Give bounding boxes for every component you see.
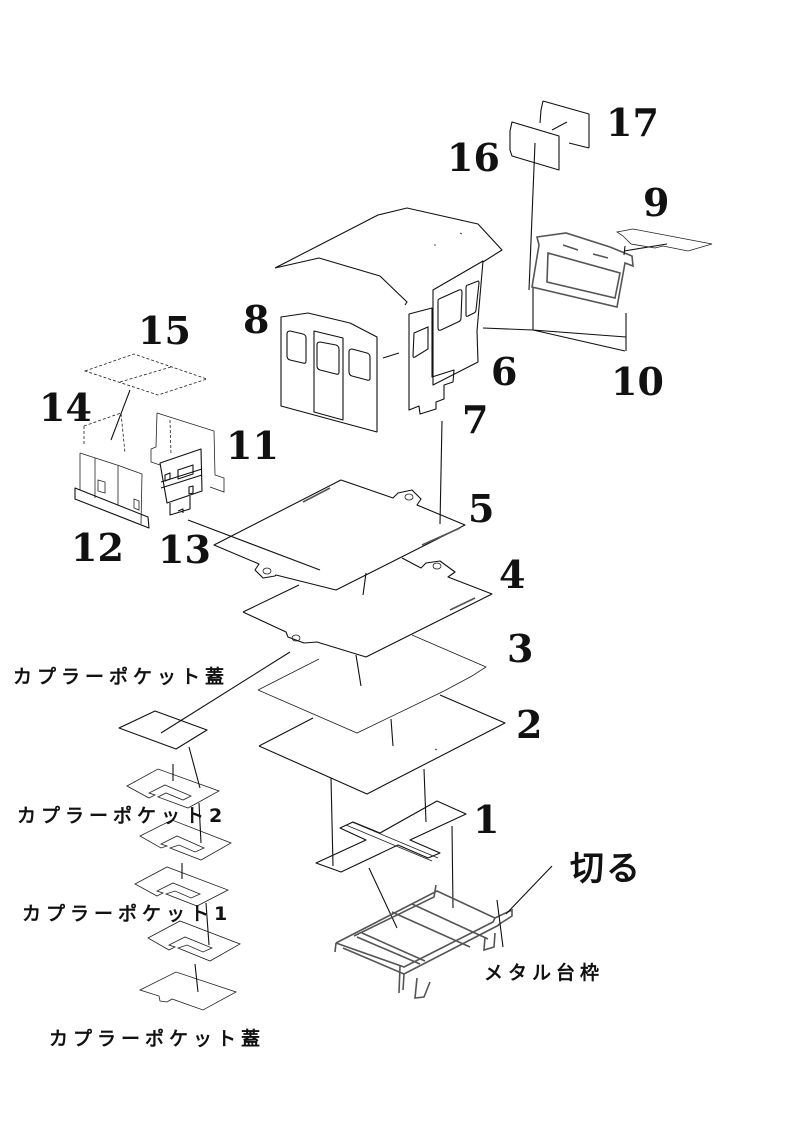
part-label-2: 2 xyxy=(516,702,542,747)
part-13-cab-front-plate xyxy=(159,448,203,516)
part-label-6: 6 xyxy=(491,349,517,394)
part-label-17: 17 xyxy=(606,100,659,145)
leader-13 xyxy=(187,519,321,571)
part-10-front-cab-end xyxy=(531,232,634,308)
leader-coupler-chain-4 xyxy=(194,963,199,993)
part-5-floor-plate xyxy=(213,479,466,591)
part-11-cab-back xyxy=(150,412,225,493)
part-6-side-panel xyxy=(432,260,484,386)
part-label-14: 14 xyxy=(39,385,92,430)
part-label-13: 13 xyxy=(158,527,211,572)
part-12-box-lower xyxy=(74,452,150,529)
coupler-pocket-2-upper xyxy=(126,764,220,809)
label-coupler-pocket-lid-bottom: カプラーポケット蓋 xyxy=(49,1027,265,1050)
coupler-pocket-lid-top-part xyxy=(118,710,208,750)
part-label-10: 10 xyxy=(611,359,664,404)
label-coupler-pocket-1: カプラーポケット1 xyxy=(22,902,232,925)
leader-16 xyxy=(528,142,536,291)
coupler-pocket-2-lower xyxy=(139,819,232,861)
leader-4 xyxy=(355,654,362,687)
leader-1 xyxy=(368,825,454,929)
leader-coupler-chain-3 xyxy=(205,902,210,946)
part-label-16: 16 xyxy=(447,135,500,180)
leader-coupler-chain-2 xyxy=(198,802,202,844)
part-label-11: 11 xyxy=(226,423,279,468)
label-coupler-pocket-lid-top: カプラーポケット蓋 xyxy=(13,665,229,688)
part-label-1: 1 xyxy=(473,797,499,842)
leader-coupler-lid-top xyxy=(160,651,291,734)
part-label-7: 7 xyxy=(462,397,488,442)
part-label-15: 15 xyxy=(138,308,191,353)
part-4-floor-plate xyxy=(242,557,493,658)
part-label-8: 8 xyxy=(243,297,269,342)
part-9-strip xyxy=(615,228,713,252)
part-16-panel xyxy=(509,121,560,171)
label-coupler-pocket-2: カプラーポケット2 xyxy=(17,804,227,827)
leader-cut xyxy=(505,865,553,915)
part-15-roof-plate xyxy=(83,353,209,396)
label-metal-frame: メタル台枠 xyxy=(484,961,604,984)
coupler-pocket-1-upper xyxy=(134,863,229,907)
part-label-9: 9 xyxy=(643,180,669,225)
part-8-cab-body xyxy=(274,207,503,433)
part-label-12: 12 xyxy=(71,525,124,570)
leader-9 xyxy=(623,243,668,252)
leader-7 xyxy=(439,420,443,525)
leader-coupler-chain-1 xyxy=(188,746,201,789)
coupler-pocket-1-lower xyxy=(147,920,241,962)
leader-15 xyxy=(110,389,131,441)
label-cut: 切る xyxy=(570,849,642,889)
part-1-cross-plate xyxy=(315,800,467,873)
part-2-floor-plate xyxy=(258,694,506,795)
leader-metal-frame xyxy=(496,899,504,948)
leader-2 xyxy=(330,768,427,867)
leader-3 xyxy=(390,718,394,747)
part-3-floor-plate xyxy=(257,634,487,734)
leader-10 xyxy=(482,288,627,352)
part-17-panel xyxy=(539,100,590,149)
part-7-side-panel xyxy=(408,307,455,415)
part-label-5: 5 xyxy=(468,486,494,531)
leader-5 xyxy=(362,572,367,596)
coupler-pocket-lid-bottom-part xyxy=(138,971,237,1011)
part-label-3: 3 xyxy=(507,626,533,671)
part-label-4: 4 xyxy=(499,552,525,597)
part-14-box-upper xyxy=(83,412,126,454)
metal-frame xyxy=(334,884,513,999)
